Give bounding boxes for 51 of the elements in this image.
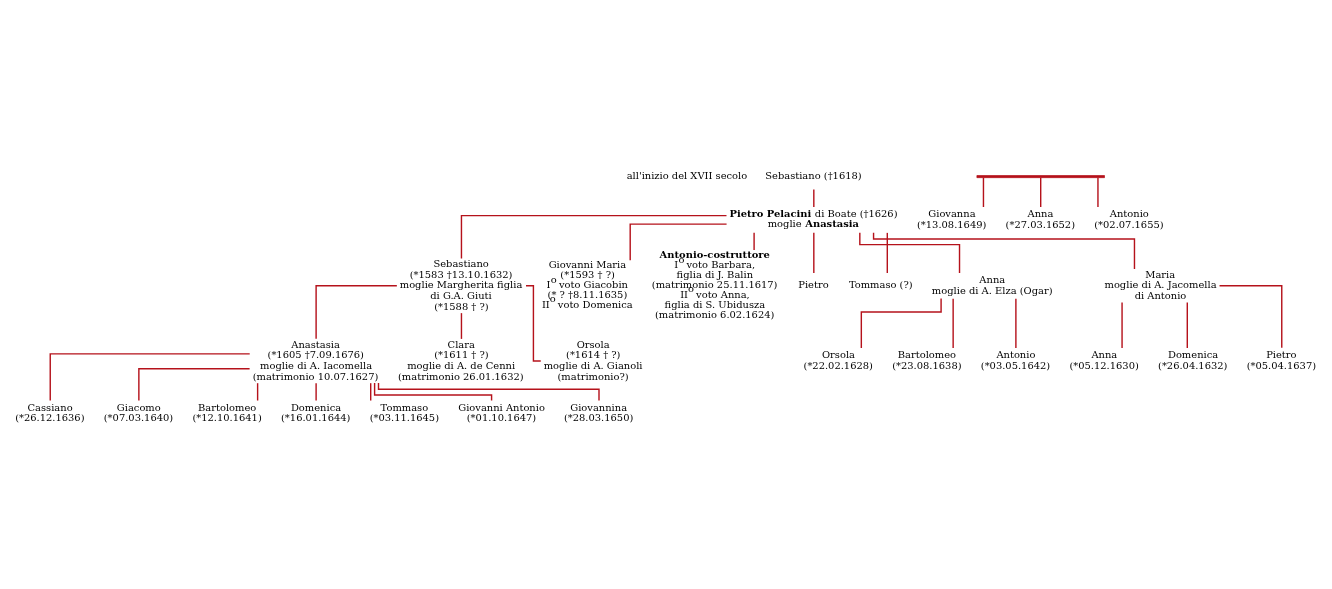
node-text: Pietro Pelacini di Boate (†1626) moglie Anastasia: [729, 207, 898, 229]
node-text: Orsola (*22.02.1628): [803, 348, 873, 371]
node-text: Giovanna (*13.08.1649): [916, 207, 987, 230]
connector: [1218, 284, 1283, 349]
connector: [315, 381, 317, 401]
connector: [1186, 301, 1188, 349]
connector: [1040, 176, 1042, 208]
connector: [138, 367, 251, 401]
node-text: Anna moglie di A. Elza (Ogar): [931, 273, 1053, 296]
label: all'inizio del XVII secolo: [626, 169, 748, 181]
connector: [813, 231, 815, 274]
node-text: Tommaso (*03.11.1645): [369, 401, 440, 423]
node-text: Domenica (*26.04.1632): [1158, 348, 1228, 371]
node-text: Anna (*27.03.1652): [1005, 207, 1076, 230]
connector: [872, 231, 1136, 270]
connector: [1121, 301, 1123, 349]
connector: [1015, 297, 1017, 349]
connector: [859, 231, 961, 274]
node-text: Antonio (*02.07.1655): [1094, 207, 1164, 230]
node-text: Giovannina (*28.03.1650): [563, 401, 634, 423]
node-text: Sebastiano (*1583 †13.10.1632) moglie Margherita figlia di G.A. Giuti (*1588 † ?): [399, 257, 523, 312]
node-text: Giovanni Antonio (*01.10.1647): [458, 401, 545, 423]
connector: [460, 311, 463, 340]
connector: [982, 176, 985, 208]
connector: [952, 297, 954, 349]
node-text: Pietro: [798, 278, 829, 290]
node-text: Anna (*05.12.1630): [1069, 348, 1139, 371]
connector: [629, 222, 728, 261]
connector: [753, 231, 755, 251]
node-text: Cassiano (*26.12.1636): [15, 401, 85, 423]
node-text: Bartolomeo (*12.10.1641): [192, 401, 262, 423]
connector: [860, 297, 942, 349]
node-text: Domenica (*16.01.1644): [281, 401, 351, 423]
node-text: Giacomo (*07.03.1640): [103, 401, 174, 423]
node-text: Antonio (*03.05.1642): [980, 348, 1051, 371]
connector: [813, 188, 815, 208]
connector: [49, 352, 251, 401]
node-text: Pietro (*05.04.1637): [1246, 348, 1317, 371]
node-text: Clara (*1611 † ?) moglie di A. de Cenni (matrimonio 26.01.1632): [398, 338, 524, 382]
node-text: Orsola (*1614 † ?) moglie di A. Gianoli (matrimonio?): [543, 338, 643, 382]
connector: [460, 214, 728, 259]
node-text: Tommaso (?): [848, 278, 913, 290]
connector: [886, 231, 888, 274]
node-text: Maria moglie di A. Jacomella di Antonio: [1104, 268, 1217, 301]
node-bar: [976, 174, 1105, 178]
connector: [1097, 176, 1099, 208]
node-text: Sebastiano (†1618): [765, 169, 862, 181]
node-text: Anastasia (*1605 †7.09.1676) moglie di A. Iacomella (matrimonio 10.07.1627): [252, 338, 379, 382]
connector: [373, 381, 493, 401]
node-text: Bartolomeo (*23.08.1638): [892, 348, 962, 371]
connector: [315, 284, 398, 339]
